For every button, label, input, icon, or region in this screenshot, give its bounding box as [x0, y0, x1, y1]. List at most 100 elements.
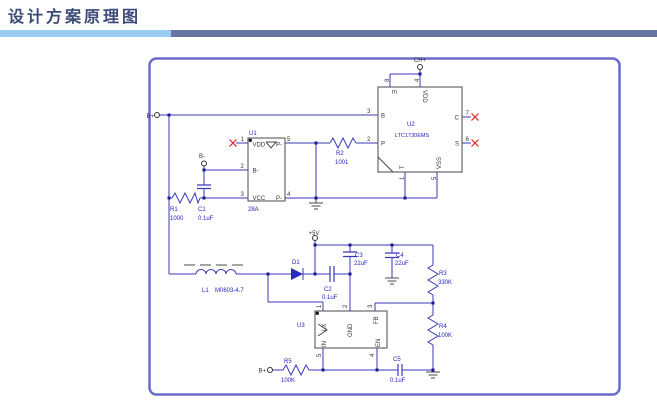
r3-value: 330K	[438, 280, 452, 286]
page-title: 设计方案原理图	[8, 9, 142, 26]
u1-pin-vcc: VCC	[253, 196, 266, 202]
u3-pin-number: 2	[343, 304, 349, 308]
u2-pin-number: 6	[466, 137, 470, 143]
r5-value: 100K	[281, 378, 295, 384]
diode-d1	[291, 268, 304, 280]
junction-dot	[202, 196, 206, 200]
c3-value: 22uF	[354, 261, 368, 267]
ground-icon	[385, 277, 399, 285]
u2-pin-number: 5	[432, 176, 438, 180]
u1-pin-vdd: VDD	[253, 143, 266, 149]
ground-icon	[426, 371, 440, 379]
r1-value: 1000	[170, 216, 184, 222]
terminal-circles	[154, 64, 423, 373]
inductor-coil	[195, 269, 237, 275]
junction-dot	[348, 272, 352, 276]
title-underline-dark	[171, 30, 657, 37]
capacitor-c4	[385, 252, 399, 259]
terminal-circle-chplus	[417, 64, 423, 70]
u2-pin-b: B	[381, 114, 385, 120]
junction-dot	[202, 168, 206, 172]
diode-triangle	[291, 268, 303, 280]
u2-pin-number: 3	[367, 109, 371, 115]
u2-partno: LTC1730EMS	[395, 133, 429, 139]
junction-dot	[167, 196, 171, 200]
junction-dot	[314, 196, 318, 200]
resistor-r3	[427, 264, 439, 296]
junction-dot	[431, 301, 435, 305]
c3-refdes: C3	[355, 253, 363, 259]
u1-pin-pminus-bottom: P-	[276, 196, 282, 202]
u2-corner-chamfer	[377, 156, 394, 173]
junction-dot	[348, 243, 352, 247]
l1-refdes: L1	[202, 288, 209, 294]
u2-refdes: U2	[407, 122, 415, 128]
capacitors	[197, 184, 403, 376]
u1-pin-number: 1	[241, 137, 245, 143]
u1-pin-number: 2	[241, 164, 245, 170]
junction-dot	[313, 272, 317, 276]
u2-pin-p: P	[381, 142, 385, 148]
terminal-circle-bplus	[154, 112, 160, 118]
u2-pin-vss: VSS	[437, 157, 443, 169]
u2-pin-number: 2	[367, 137, 371, 143]
c1-value: 0.1uF	[198, 216, 214, 222]
u1-pin-number: 3	[241, 192, 245, 198]
ground-symbols	[309, 198, 440, 379]
resistor-r5	[282, 363, 310, 377]
component-labels: R1 1000 C1 0.1uF R2 1001 L1 M0603-4.7 D1…	[170, 151, 452, 384]
u3-pin-number: 3	[368, 304, 374, 308]
junction-dot	[431, 368, 435, 372]
r4-value: 100K	[438, 333, 452, 339]
no-connect-x-icon	[229, 139, 237, 147]
r4-refdes: R4	[439, 324, 447, 330]
title-underline-light	[0, 30, 171, 37]
u2-pin-vdd: VDD	[421, 90, 427, 103]
wire-u3-bottom-stubs	[322, 348, 378, 370]
u3-pin-fb: FB	[374, 316, 380, 324]
u3-labels: U3 LX IN GND FB EN 1 2 3 5 4	[297, 304, 382, 357]
terminal-circle-bminus	[201, 160, 207, 167]
terminal-label-bplus-bottom: B+	[258, 369, 266, 375]
junction-dot	[390, 243, 394, 247]
wire-u2-bottom-stubs	[404, 172, 438, 198]
no-connect-x-icon	[471, 113, 479, 121]
u2-body	[377, 86, 463, 173]
u1-pin-number: 4	[287, 192, 291, 198]
junction-dot	[266, 272, 270, 276]
c4-value: 22uF	[395, 261, 409, 267]
u1-pin1-marker	[248, 138, 252, 142]
u2-pin-number: 4	[415, 78, 421, 82]
resistors	[171, 136, 439, 377]
inductor-l1	[184, 264, 243, 275]
no-connect-marks	[229, 113, 479, 147]
u3-lx-chevron-icon	[317, 323, 328, 337]
u3-refdes: U3	[297, 323, 305, 329]
junction-dot	[418, 72, 422, 76]
u1-labels: U1 28A VDD B- VCC P- P- 1 2 3 5 4	[241, 131, 292, 213]
c4-refdes: C4	[396, 253, 404, 259]
c5-refdes: C5	[393, 357, 401, 363]
junction-dot	[375, 368, 379, 372]
c5-value: 0.1uF	[390, 378, 406, 384]
u2-pin-t: T	[400, 165, 406, 169]
junction-dots	[167, 72, 435, 372]
u1-refdes: U1	[249, 131, 257, 137]
u2-pin-number: 7	[466, 111, 470, 117]
junction-dot	[314, 141, 318, 145]
capacitor-c2	[329, 266, 335, 282]
u3-pin-number: 4	[370, 353, 376, 357]
wire-fb-net	[374, 302, 433, 311]
d1-refdes: D1	[292, 260, 300, 266]
u1-vdd-triangle-icon	[265, 141, 278, 149]
u1-body	[247, 137, 286, 202]
u3-pin-en: EN	[376, 339, 382, 347]
wire-lx-feed	[267, 274, 324, 311]
r1-refdes: R1	[170, 207, 178, 213]
wires	[160, 69, 471, 372]
u2-pin-c: C	[455, 116, 460, 122]
u3-pin1-marker	[315, 311, 319, 315]
u2-pin-s: S	[455, 142, 459, 148]
u1-partno: 28A	[248, 207, 259, 213]
